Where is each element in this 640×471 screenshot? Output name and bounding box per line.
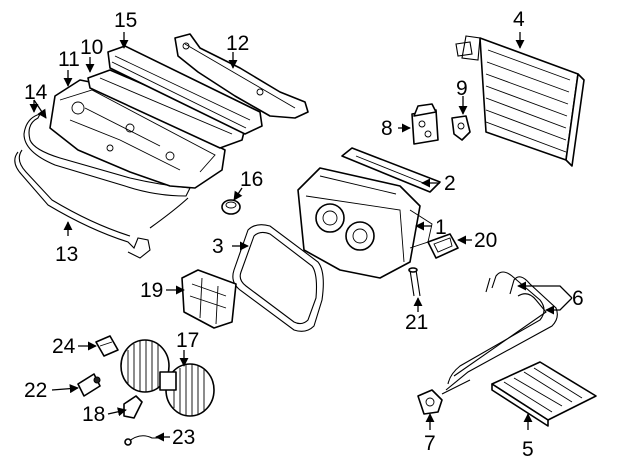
callout-20: 20 (474, 229, 497, 252)
part-12-bracket (174, 33, 309, 119)
callout-22: 22 (24, 379, 47, 402)
part-23-connector (124, 435, 164, 446)
part-4-evaporator (455, 35, 585, 167)
callout-15: 15 (114, 9, 137, 32)
part-24-resistor (95, 335, 119, 357)
part-5-control-module (491, 361, 597, 427)
part-7-fitting (417, 389, 443, 415)
part-19-blower-housing (181, 269, 237, 329)
callout-5: 5 (522, 438, 534, 461)
callout-1: 1 (435, 216, 447, 239)
callout-14: 14 (24, 81, 48, 104)
part-22-sensor (77, 373, 101, 397)
callout-23: 23 (172, 426, 195, 449)
part-16-grommet (221, 199, 241, 215)
part-1-heater-case (297, 167, 433, 279)
callout-24: 24 (52, 335, 76, 358)
callout-labels: 15 12 4 10 11 9 14 8 16 2 1 20 3 13 6 19… (24, 8, 584, 461)
callout-2: 2 (444, 172, 456, 195)
part-6-ac-lines (441, 271, 558, 395)
callout-21: 21 (405, 311, 428, 334)
part-9-clip (451, 115, 471, 141)
part-15-cowl-cover (107, 45, 263, 135)
part-14-seal (23, 113, 191, 197)
callout-16: 16 (240, 168, 263, 191)
callout-17: 17 (176, 329, 199, 352)
callout-6: 6 (572, 287, 584, 310)
callout-19: 19 (140, 279, 163, 302)
part-8-expansion-valve (411, 103, 439, 145)
callout-10: 10 (80, 36, 103, 59)
callout-4: 4 (513, 8, 525, 31)
part-10-filter (87, 69, 246, 149)
callout-18: 18 (82, 403, 105, 426)
callout-11: 11 (58, 48, 80, 71)
part-20-gasket (427, 233, 459, 259)
part-18-bracket (123, 395, 143, 419)
part-2-duct (341, 147, 441, 193)
callout-13: 13 (55, 243, 78, 266)
callout-7: 7 (424, 432, 436, 455)
part-21-hose (408, 267, 421, 297)
callout-8: 8 (381, 117, 393, 140)
part-17-blower-motor (120, 339, 215, 417)
leader-lines (29, 32, 573, 442)
callout-3: 3 (212, 235, 224, 258)
callout-12: 12 (226, 32, 249, 55)
part-13-seal-strip (14, 149, 189, 259)
callout-9: 9 (456, 77, 468, 100)
